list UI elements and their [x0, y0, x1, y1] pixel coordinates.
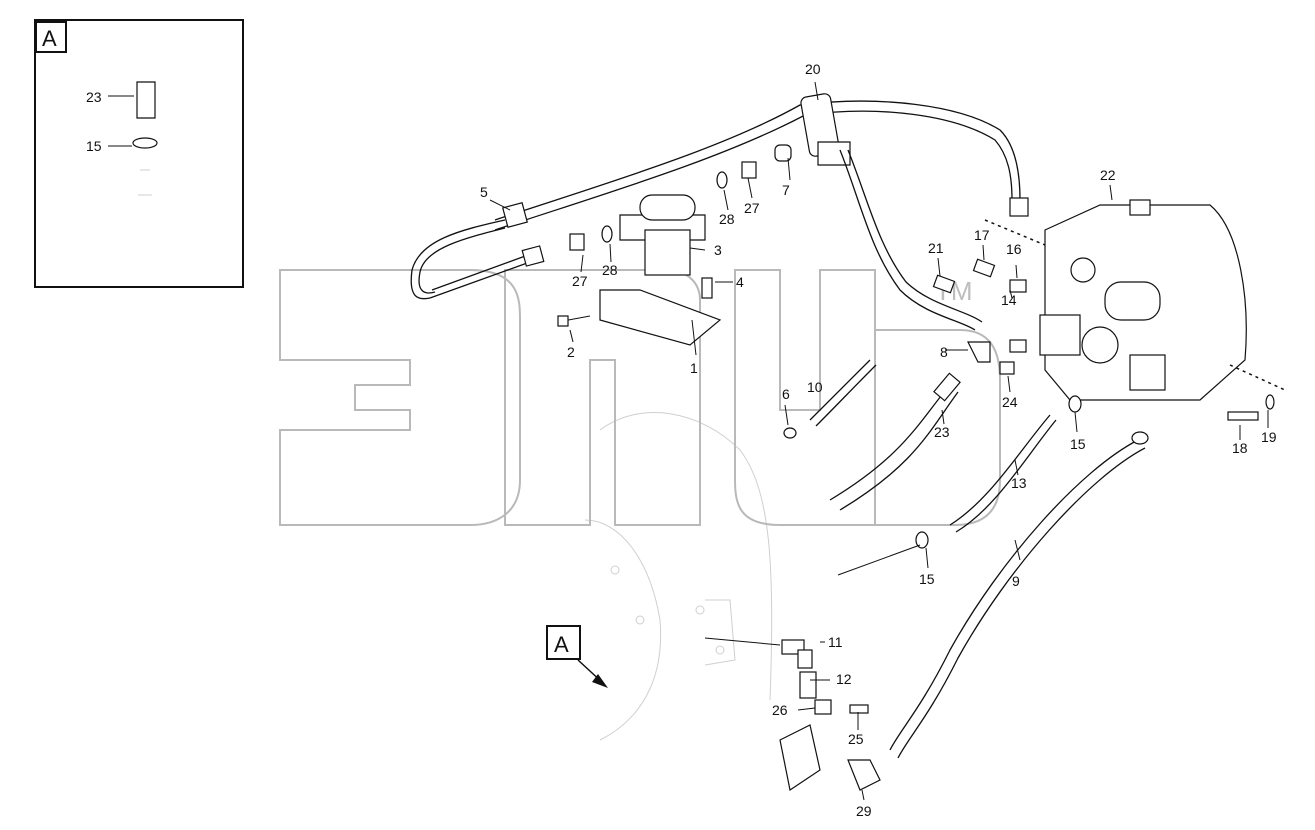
label-part-15a: 15 — [1070, 436, 1086, 452]
fittings-right — [932, 258, 1275, 421]
label-part-22: 22 — [1100, 167, 1116, 183]
label-part-28b: 28 — [602, 262, 618, 278]
label-part-20: 20 — [805, 61, 821, 77]
label-part-3: 3 — [714, 242, 722, 258]
label-part-10: 10 — [807, 379, 823, 395]
label-part-4: 4 — [736, 274, 744, 290]
part-labels: 1 2 3 4 5 6 7 8 9 10 11 12 13 14 15 15 1… — [480, 61, 1277, 819]
label-part-29: 29 — [856, 803, 872, 819]
fittings-lower — [704, 637, 881, 791]
label-part-13: 13 — [1011, 475, 1027, 491]
label-part-21: 21 — [928, 240, 944, 256]
label-part-2: 2 — [567, 344, 575, 360]
filter-bracket-group — [557, 194, 722, 346]
label-part-11: 11 — [828, 634, 843, 650]
label-part-5: 5 — [480, 184, 488, 200]
label-part-25: 25 — [848, 731, 864, 747]
label-part-12: 12 — [836, 671, 852, 687]
distributor-22 — [984, 199, 1286, 401]
label-part-1: 1 — [690, 360, 698, 376]
label-part-26: 26 — [772, 702, 788, 718]
inset-detail-a: A 23 15 — [34, 19, 244, 288]
label-part-23: 23 — [934, 424, 950, 440]
inset-label-15: 15 — [86, 138, 102, 154]
leader-lines — [489, 81, 1269, 801]
view-marker-letter: A — [554, 632, 569, 657]
label-part-27b: 27 — [744, 200, 760, 216]
label-part-17: 17 — [974, 227, 990, 243]
label-part-6: 6 — [782, 386, 790, 402]
fittings-top — [569, 144, 792, 251]
label-part-7: 7 — [782, 182, 790, 198]
label-part-28a: 28 — [719, 211, 735, 227]
inset-letter-box — [35, 21, 67, 53]
label-part-9: 9 — [1012, 573, 1020, 589]
label-part-24: 24 — [1002, 394, 1018, 410]
hose-20-assembly — [410, 93, 1029, 331]
label-part-15b: 15 — [919, 571, 935, 587]
inset-letter: A — [42, 26, 57, 51]
inset-label-23: 23 — [86, 89, 102, 105]
label-part-19: 19 — [1261, 429, 1277, 445]
label-part-18: 18 — [1232, 440, 1248, 456]
label-part-16: 16 — [1006, 241, 1022, 257]
view-marker-a: A — [546, 625, 608, 688]
label-part-27a: 27 — [572, 273, 588, 289]
engine-ghost-outline — [584, 412, 773, 741]
label-part-14: 14 — [1001, 292, 1017, 308]
hoses-lower — [783, 359, 1149, 759]
label-part-8: 8 — [940, 344, 948, 360]
